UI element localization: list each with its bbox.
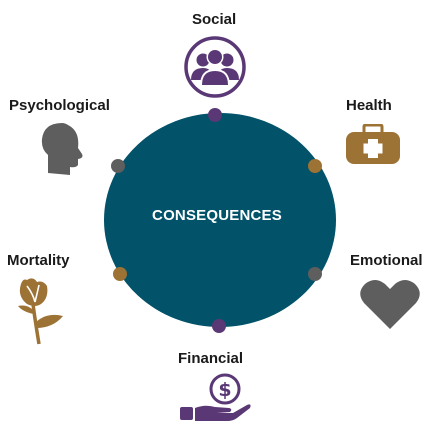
social-label: Social	[192, 11, 237, 28]
first-aid-kit-icon	[344, 124, 402, 166]
financial-label: Financial	[178, 350, 244, 367]
health-connector-dot	[308, 159, 322, 173]
center-title: CONSEQUENCES	[152, 206, 282, 224]
psychological-connector-dot	[111, 159, 125, 173]
center-circle: CONSEQUENCES	[104, 113, 336, 327]
social-connector-dot	[208, 108, 222, 122]
svg-text:$: $	[218, 379, 231, 401]
flower-icon	[13, 276, 69, 346]
health-label: Health	[346, 97, 392, 114]
emotional-label: Emotional	[350, 252, 423, 269]
head-profile-icon	[38, 121, 88, 177]
emotional-connector-dot	[308, 267, 322, 281]
people-group-icon	[183, 36, 247, 98]
financial-connector-dot	[212, 319, 226, 333]
mortality-connector-dot	[113, 267, 127, 281]
heart-icon	[359, 279, 421, 331]
psychological-label: Psychological	[9, 97, 110, 114]
hand-money-icon: $	[177, 372, 253, 422]
mortality-label: Mortality	[7, 252, 70, 269]
